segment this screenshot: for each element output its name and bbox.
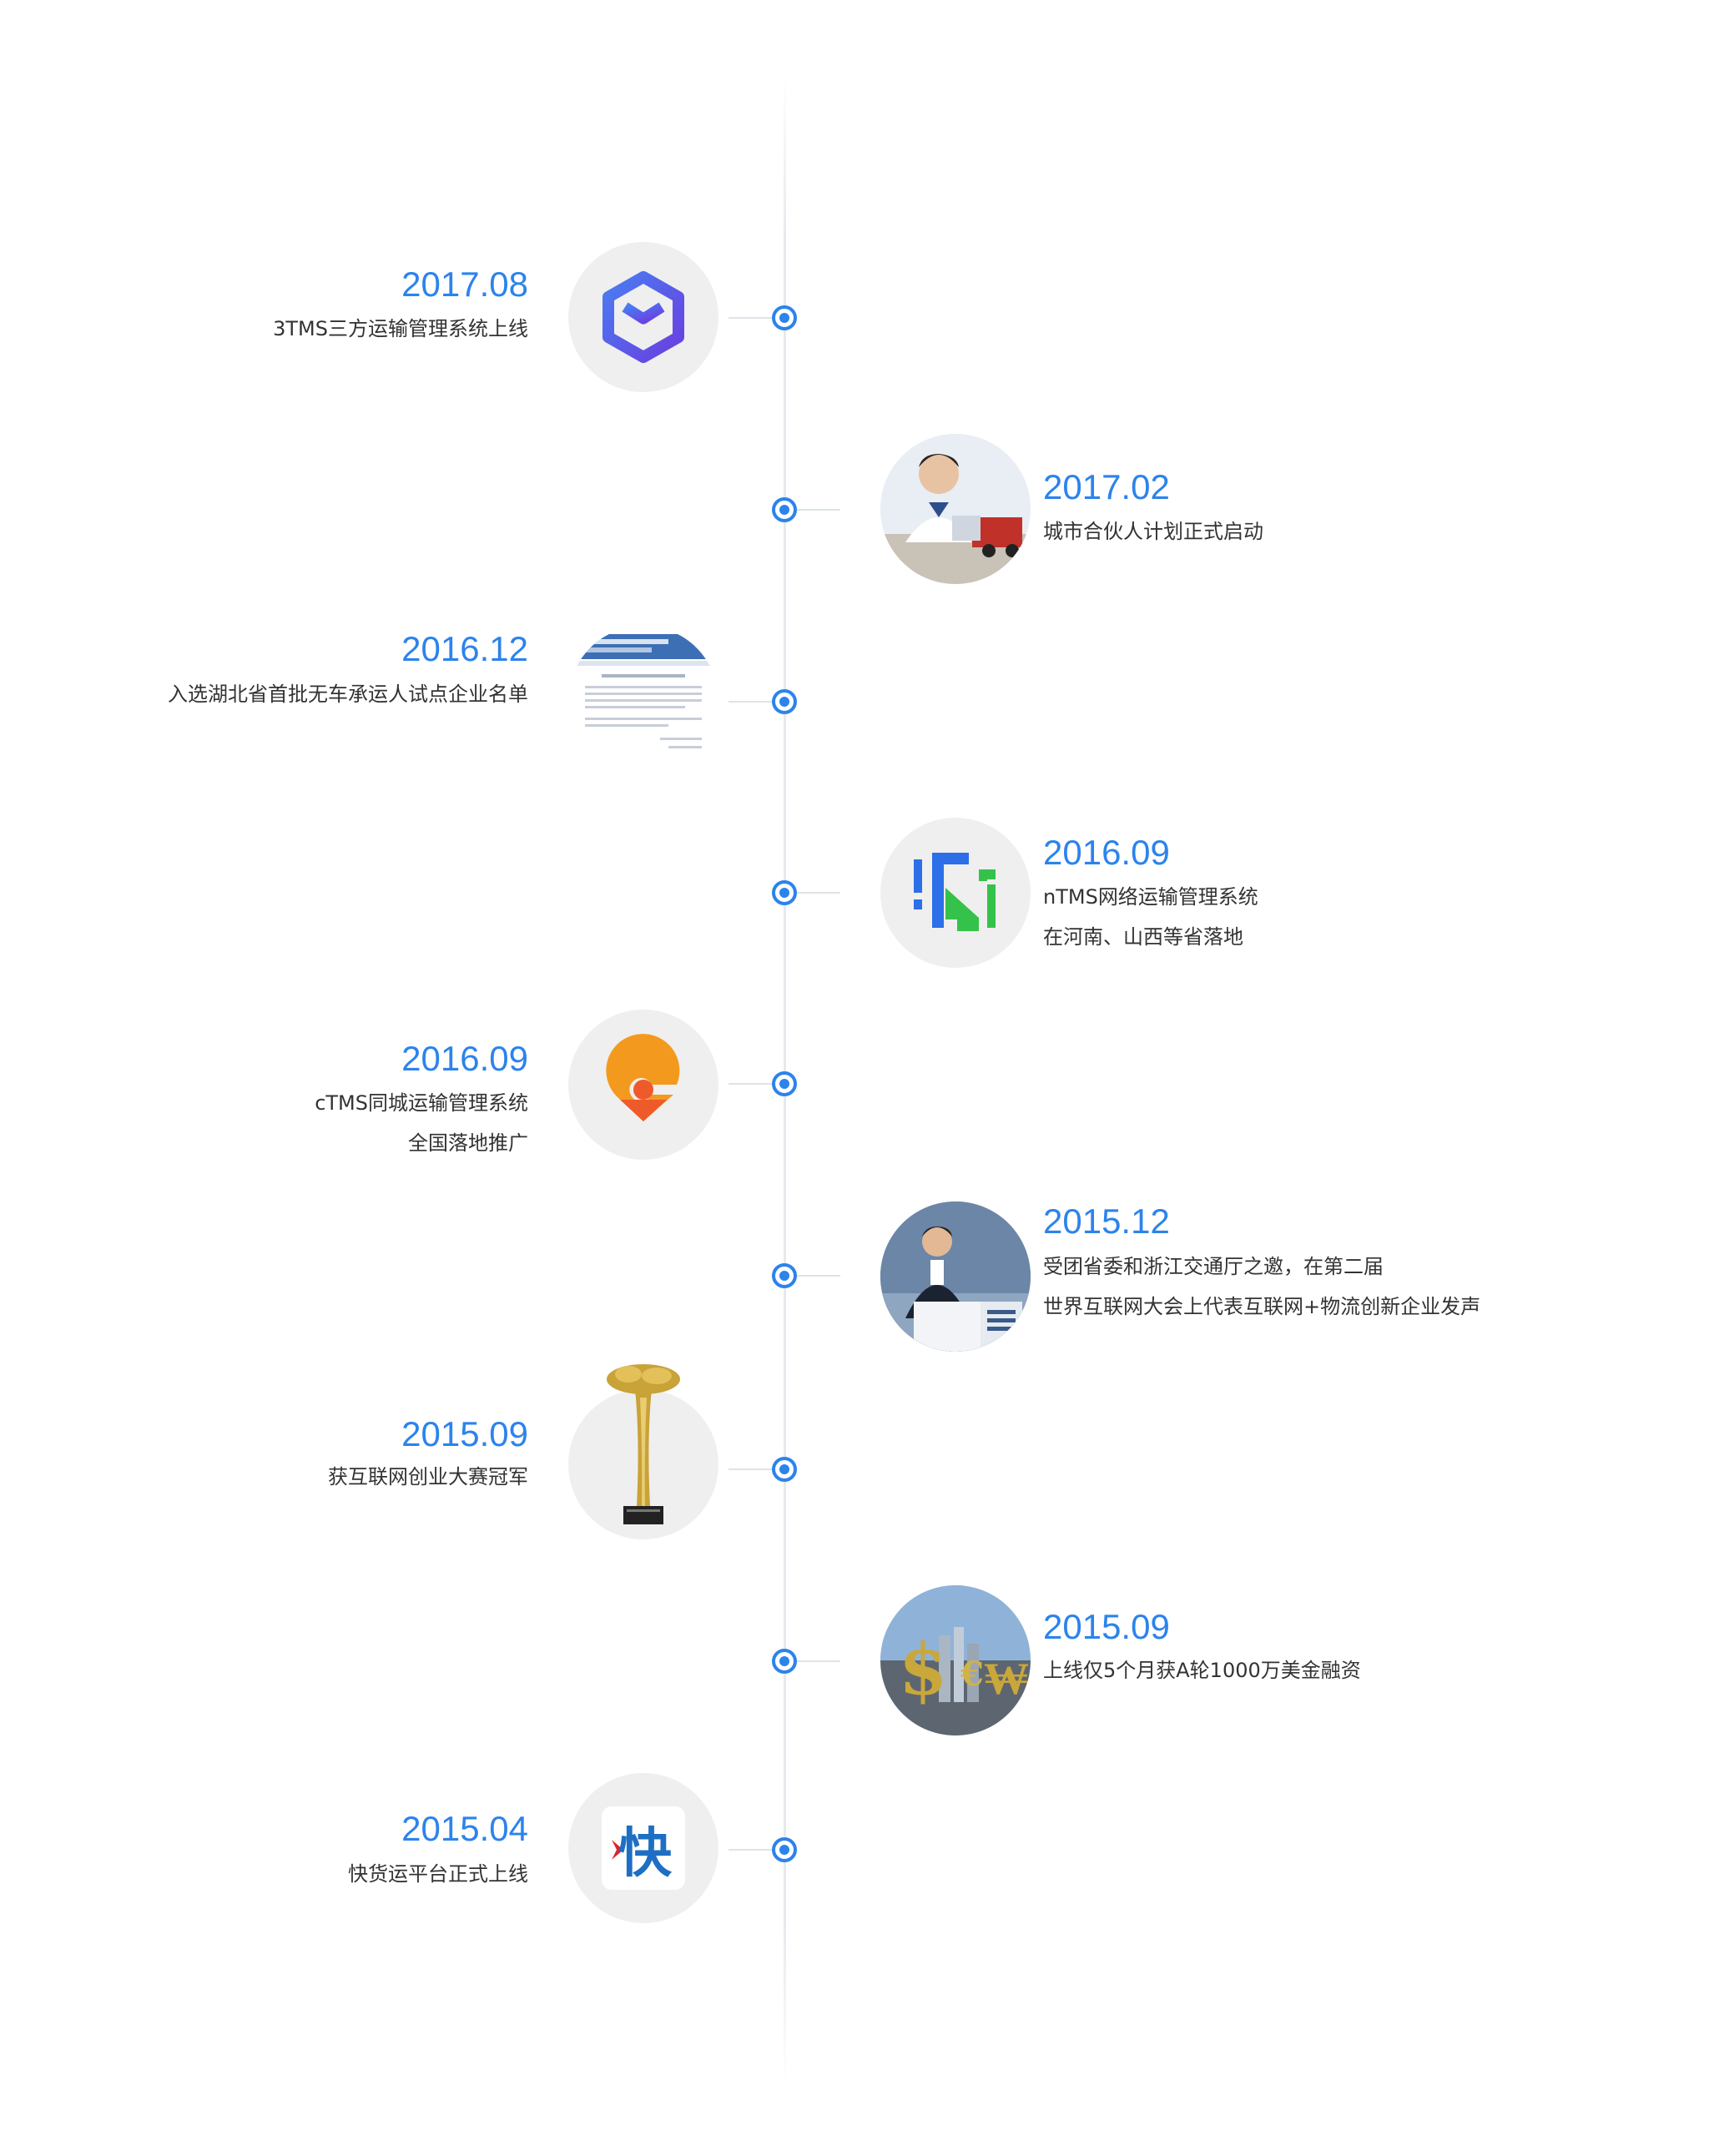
connector-line (797, 1275, 840, 1277)
entry-date: 2015.09 (401, 1414, 528, 1453)
svg-text:₩: ₩ (984, 1651, 1029, 1705)
connector-line (728, 1083, 772, 1085)
partner-truck-photo (880, 434, 1031, 584)
entry-description: 受团省委和浙江交通厅之邀，在第二届 (1043, 1255, 1384, 1278)
currency-city-photo: $ € ₩ (880, 1585, 1031, 1735)
timeline-node (772, 497, 797, 522)
timeline-node (772, 880, 797, 905)
timeline-node (772, 689, 797, 714)
connector-line (797, 509, 840, 511)
entry-description: nTMS网络运输管理系统 (1043, 885, 1258, 909)
entry-description: 世界互联网大会上代表互联网+物流创新企业发声 (1043, 1295, 1481, 1318)
svg-text:$: $ (899, 1628, 947, 1710)
connector-line (728, 1849, 772, 1851)
entry-date: 2016.09 (1043, 833, 1170, 872)
connector-line (728, 317, 772, 319)
trophy-icon (568, 1364, 718, 1539)
entry-date: 2015.12 (1043, 1201, 1170, 1241)
entry-description: 获互联网创业大赛冠军 (328, 1465, 528, 1489)
entry-description: 入选湖北省首批无车承运人试点企业名单 (168, 683, 528, 706)
timeline-node (772, 1649, 797, 1674)
document-screenshot (568, 626, 718, 776)
svg-text:€: € (960, 1655, 984, 1694)
entry-date: 2015.04 (401, 1809, 528, 1848)
kuai-logo-text: 快 (618, 1823, 673, 1885)
entry-date: 2017.08 (401, 264, 528, 304)
connector-line (728, 701, 772, 703)
entry-description: 城市合伙人计划正式启动 (1043, 520, 1263, 543)
conference-speech-photo (880, 1201, 1031, 1352)
ntms-logo-icon (880, 818, 1031, 968)
hexagon-y-logo-icon (568, 242, 718, 392)
entry-description: 3TMS三方运输管理系统上线 (273, 317, 528, 340)
timeline-node (772, 1457, 797, 1482)
entry-description: 上线仅5个月获A轮1000万美金融资 (1043, 1659, 1361, 1682)
entry-date: 2015.09 (1043, 1607, 1170, 1646)
connector-line (797, 892, 840, 894)
timeline-node (772, 1837, 797, 1862)
connector-line (728, 1468, 772, 1470)
timeline-node (772, 305, 797, 330)
timeline-node (772, 1071, 797, 1096)
ctms-pin-logo-icon (568, 1010, 718, 1160)
timeline-node (772, 1263, 797, 1288)
entry-description: 快货运平台正式上线 (348, 1862, 528, 1886)
kuai-app-logo-icon: 快 (568, 1773, 718, 1923)
connector-line (797, 1660, 840, 1662)
entry-date: 2016.09 (401, 1039, 528, 1078)
entry-description: 全国落地推广 (408, 1131, 528, 1155)
entry-date: 2016.12 (401, 629, 528, 668)
entry-date: 2017.02 (1043, 467, 1170, 506)
entry-description: cTMS同城运输管理系统 (315, 1091, 528, 1115)
entry-description: 在河南、山西等省落地 (1043, 925, 1243, 949)
